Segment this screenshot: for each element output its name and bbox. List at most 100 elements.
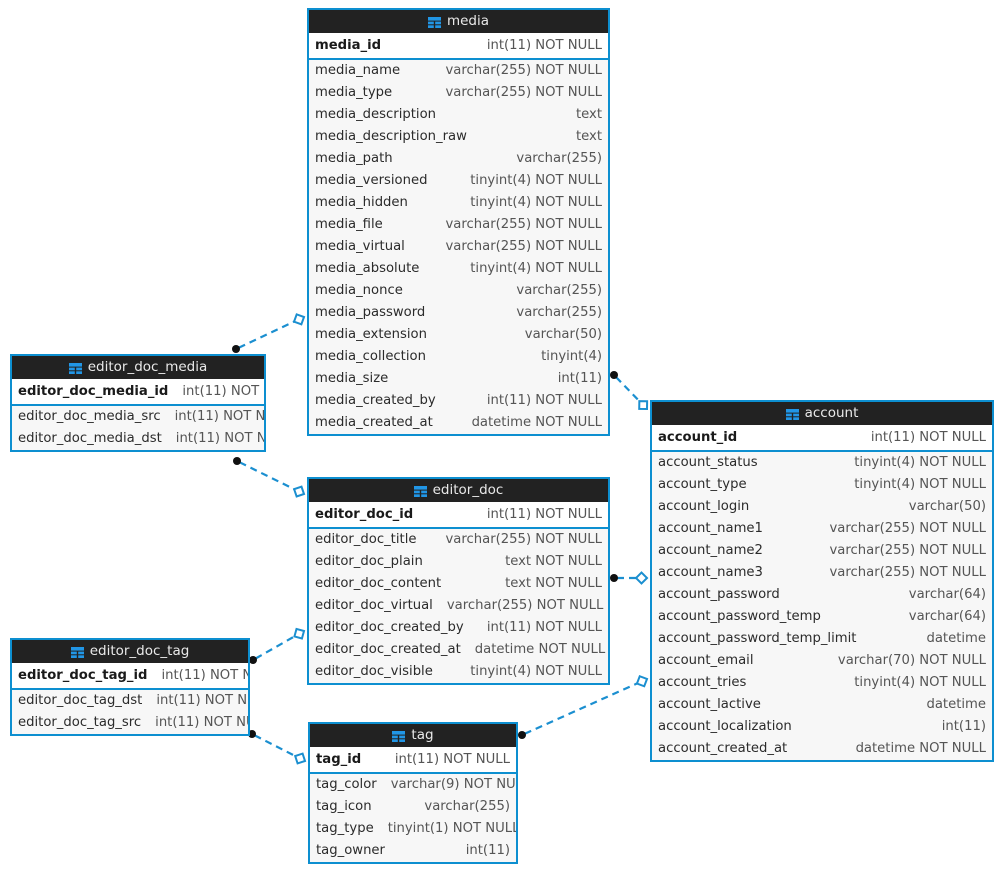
field-type: varchar(64)	[908, 609, 986, 624]
relationship-editor_doc_tag-to-tag[interactable]	[248, 730, 307, 766]
table-header-inner: media	[427, 10, 489, 33]
field-type: varchar(255)	[516, 151, 602, 166]
primary-key-section: editor_doc_tag_id int(11) NOT NULL	[12, 663, 248, 690]
field-name: media_created_at	[315, 415, 433, 430]
field-type: int(11) NOT NULL	[174, 409, 266, 424]
table-icon	[392, 731, 406, 742]
field-name: editor_doc_content	[315, 576, 442, 591]
field-name: editor_doc_tag_id	[18, 668, 148, 683]
table-header-inner: editor_doc	[413, 479, 504, 502]
field-name: media_versioned	[315, 173, 428, 188]
field-name: editor_doc_media_dst	[18, 431, 162, 446]
field-type: int(11)	[465, 843, 510, 858]
relationship-editor_doc_media-to-media[interactable]	[232, 312, 306, 353]
field-type: varchar(9) NOT NULL	[390, 777, 518, 792]
field-type: varchar(64)	[908, 587, 986, 602]
field-name: account_email	[658, 653, 754, 668]
relationship-media-to-account[interactable]	[610, 371, 651, 413]
table-icon	[68, 363, 82, 374]
relationship-line	[238, 319, 297, 349]
field-name: editor_doc_id	[315, 507, 414, 522]
field-name: media_hidden	[315, 195, 408, 210]
field-name: account_type	[658, 477, 747, 492]
field-name: media_description	[315, 107, 436, 122]
table-name: editor_doc_media	[87, 359, 208, 375]
table-header-inner: account	[785, 402, 858, 425]
table-editor_doc_tag[interactable]: editor_doc_tag editor_doc_tag_id int(11) N…	[10, 638, 250, 736]
relationship-target-diamond	[292, 313, 306, 326]
table-name: tag	[411, 727, 434, 743]
table-header-editor_doc_media[interactable]: editor_doc_media	[12, 356, 264, 379]
relationship-source-dot	[518, 731, 526, 739]
field-type: datetime NOT NULL	[471, 415, 602, 430]
table-header-inner: editor_doc_media	[68, 356, 208, 379]
field-name: tag_type	[316, 821, 374, 836]
field-type: tinyint(4)	[541, 349, 602, 364]
field-name: media_file	[315, 217, 383, 232]
field-name: account_tries	[658, 675, 747, 690]
relationship-source-dot	[610, 371, 618, 379]
field-type: varchar(255) NOT NULL	[829, 521, 987, 536]
table-header-media[interactable]: media	[309, 10, 608, 33]
relationship-editor_doc_tag-to-editor_doc[interactable]	[249, 626, 307, 664]
relationship-line	[239, 461, 297, 492]
relationship-line	[524, 681, 640, 735]
field-type: text	[575, 107, 602, 122]
table-header-editor_doc[interactable]: editor_doc	[309, 479, 608, 502]
field-name: media_description_raw	[315, 129, 467, 144]
field-name: media_password	[315, 305, 426, 320]
primary-key-row: editor_doc_tag_id int(11) NOT NULL	[12, 663, 248, 688]
table-header-tag[interactable]: tag	[310, 724, 516, 747]
relationship-editor_doc_media-to-editor_doc[interactable]	[233, 457, 306, 499]
field-type: datetime	[926, 697, 986, 712]
field-type: varchar(255) NOT NULL	[445, 85, 603, 100]
field-type: int(11) NOT NULL	[161, 668, 248, 683]
field-type: tinyint(4) NOT NULL	[854, 477, 986, 492]
table-header-account[interactable]: account	[652, 402, 992, 425]
field-name: account_lactive	[658, 697, 761, 712]
field-type: tinyint(4) NOT NULL	[854, 455, 986, 470]
field-name: media_size	[315, 371, 389, 386]
field-type: varchar(50)	[524, 327, 602, 342]
table-name: editor_doc	[432, 482, 504, 498]
relationship-line	[254, 734, 298, 758]
field-type: varchar(255) NOT NULL	[445, 217, 603, 232]
field-name: editor_doc_plain	[315, 554, 423, 569]
field-type: varchar(255) NOT NULL	[445, 63, 603, 78]
relationship-editor_doc-to-account[interactable]	[610, 571, 649, 585]
field-type: int(11) NOT NULL	[486, 393, 602, 408]
field-name: editor_doc_media_src	[18, 409, 161, 424]
field-name: editor_doc_tag_src	[18, 715, 142, 730]
field-type: int(11) NOT NULL	[182, 384, 264, 399]
table-header-editor_doc_tag[interactable]: editor_doc_tag	[12, 640, 248, 663]
field-type: int(11) NOT NULL	[155, 715, 248, 730]
field-row: media_file varchar(255) NOT NULL	[309, 214, 608, 236]
